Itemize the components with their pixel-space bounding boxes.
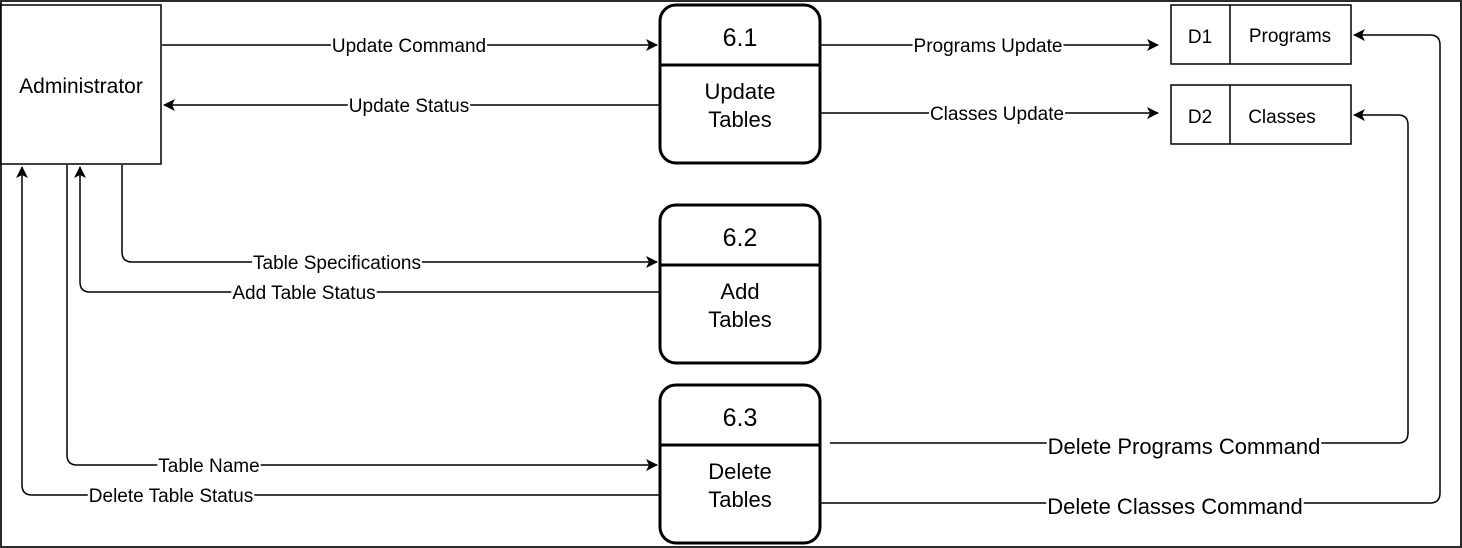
flow-label-table-specifications: Table Specifications [253, 253, 421, 274]
flow-delete-table-status-line [16, 166, 659, 496]
flow-label-delete-classes-command: Delete Classes Command [1047, 494, 1303, 519]
flow-label-delete-programs-command: Delete Programs Command [1048, 434, 1321, 459]
flow-label-add-table-status: Add Table Status [232, 283, 375, 304]
flow-delete-classes-command-line [821, 29, 1441, 504]
datastore-d2-classes[interactable]: D2 Classes [1170, 84, 1352, 145]
datastore-name: Programs [1249, 26, 1331, 47]
process-name-line2: Tables [708, 107, 772, 132]
process-6-1[interactable]: 6.1 Update Tables [658, 3, 822, 165]
process-id: 6.3 [723, 404, 758, 432]
flow-table-specifications-line [121, 165, 658, 268]
process-id: 6.1 [723, 24, 758, 52]
datastore-id: D1 [1188, 27, 1212, 48]
flow-label-update-status: Update Status [349, 96, 469, 117]
administrator-entity[interactable]: Administrator [0, 4, 162, 165]
process-name-line2: Tables [708, 307, 772, 332]
process-6-3[interactable]: 6.3 Delete Tables [658, 383, 822, 545]
process-id: 6.2 [723, 224, 758, 252]
datastore-id: D2 [1188, 107, 1212, 128]
entity-label: Administrator [19, 75, 143, 98]
flow-label-table-name: Table Name [158, 456, 259, 477]
process-name-line1: Update [705, 79, 776, 104]
flow-label-classes-update: Classes Update [930, 104, 1064, 125]
flow-delete-programs-command-line [830, 109, 1409, 444]
flow-label-update-command: Update Command [332, 36, 486, 57]
datastore-d1-programs[interactable]: D1 Programs [1170, 4, 1352, 65]
flow-label-delete-table-status: Delete Table Status [89, 486, 253, 507]
process-name-line1: Delete [708, 459, 772, 484]
process-name-line1: Add [720, 279, 759, 304]
process-name-line2: Tables [708, 487, 772, 512]
datastore-name: Classes [1248, 107, 1316, 128]
flow-label-programs-update: Programs Update [914, 36, 1063, 57]
process-6-2[interactable]: 6.2 Add Tables [658, 203, 822, 365]
flow-add-table-status-line [74, 166, 659, 293]
flow-table-name-line [66, 165, 658, 471]
